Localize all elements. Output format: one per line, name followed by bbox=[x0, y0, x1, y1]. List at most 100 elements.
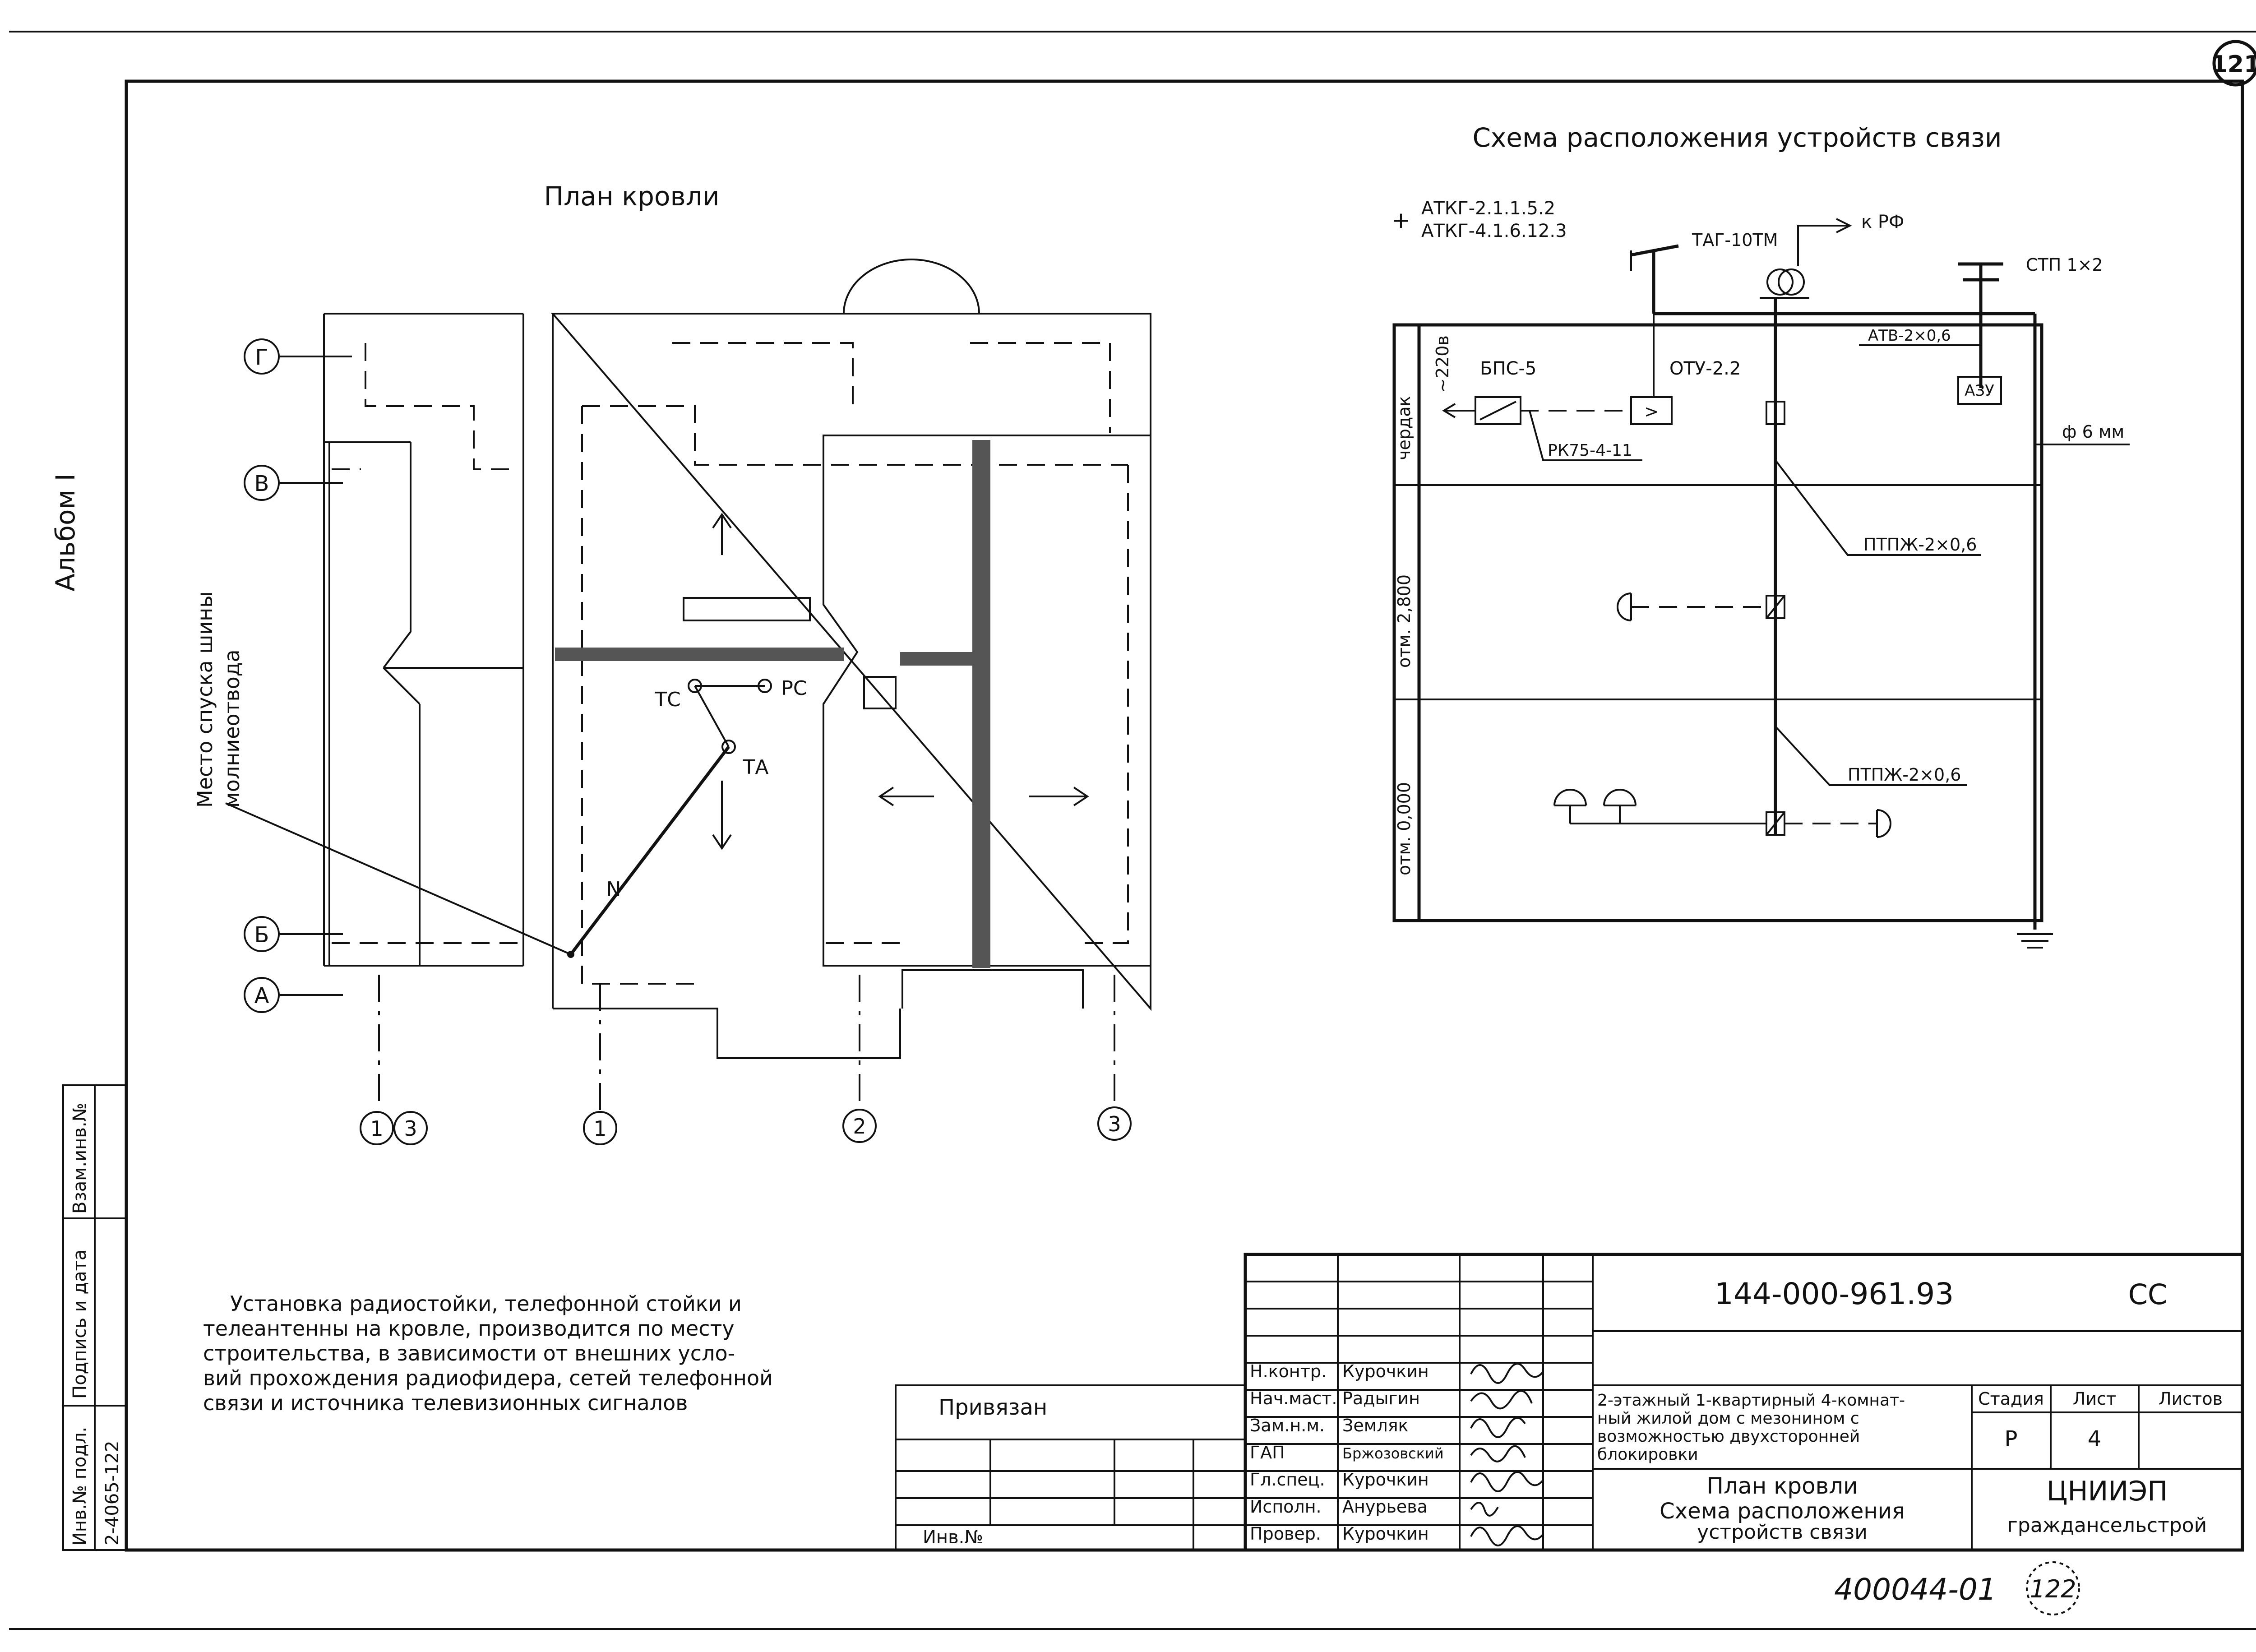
cable-1-label: АТКГ-2.1.1.5.2 bbox=[1421, 198, 1555, 219]
stage-header: Стадия bbox=[1978, 1389, 2044, 1409]
otu-box bbox=[1630, 396, 1673, 425]
note-line-1: Установка радиостойки, телефонной стойки… bbox=[230, 1291, 742, 1316]
album-label: Альбом I bbox=[50, 473, 81, 591]
ta-mast-icon bbox=[721, 740, 736, 754]
rf-arrow bbox=[1797, 218, 1852, 266]
tag-mast bbox=[1631, 244, 1679, 314]
name-1: Радыгин bbox=[1342, 1388, 1420, 1408]
level-attic: чердак bbox=[1394, 396, 1414, 460]
signature-1 bbox=[1470, 1390, 1533, 1410]
transformer-coil-1 bbox=[1766, 268, 1794, 296]
to-rf-label: к РФ bbox=[1861, 212, 1904, 232]
role-6: Провер. bbox=[1250, 1524, 1321, 1544]
axis-1a-label: 1 bbox=[370, 1116, 383, 1141]
tc-label: ТС bbox=[654, 688, 681, 711]
axis-v: В bbox=[244, 465, 343, 501]
roof-vent bbox=[863, 676, 897, 709]
name-3: Бржозовский bbox=[1342, 1445, 1444, 1462]
left-valley-a bbox=[383, 631, 411, 669]
ptpzh-1-leader bbox=[1775, 459, 1981, 556]
rk-leader bbox=[1529, 410, 1642, 461]
drawing-title-1: План кровли bbox=[1706, 1473, 1858, 1499]
side-stamp-col3: Взам.инв.№ bbox=[69, 1103, 90, 1214]
project-line-2: ный жилой дом с мезонином с bbox=[1597, 1409, 1859, 1428]
axis-3-label: 3 bbox=[1108, 1112, 1121, 1136]
privyazan-label: Привязан bbox=[938, 1395, 1047, 1420]
tc-mast-icon bbox=[688, 679, 702, 693]
level-2800: отм. 2,800 bbox=[1394, 574, 1414, 668]
axis-g: Г bbox=[244, 338, 352, 375]
slope-arrow-up bbox=[712, 513, 732, 555]
ground-symbol bbox=[2017, 933, 2053, 949]
name-6: Курочкин bbox=[1342, 1524, 1429, 1544]
tag-label: ТАГ-10ТМ bbox=[1692, 230, 1778, 250]
main-parapet-top bbox=[672, 342, 854, 406]
tc-ta-link bbox=[694, 685, 730, 747]
signature-5 bbox=[1470, 1502, 1499, 1517]
signature-2 bbox=[1470, 1417, 1526, 1438]
main-parapet-upper bbox=[582, 405, 1128, 466]
power-arrow bbox=[1442, 403, 1475, 418]
bps-diag bbox=[1479, 401, 1516, 421]
note-line-2: телеантенны на кровле, производится по м… bbox=[203, 1316, 735, 1341]
axis-2-circle bbox=[842, 1109, 877, 1143]
title-block: Н.контр. Курочкин Нач.маст. Радыгин Зам.… bbox=[895, 1253, 2244, 1552]
side-stamp-col1: Инв.№ подл. bbox=[69, 1427, 90, 1546]
axis-1-circle bbox=[583, 1111, 617, 1145]
azu-label: АЗУ bbox=[1965, 382, 1994, 400]
main-roof-outline bbox=[550, 313, 1151, 1011]
dome-arc bbox=[843, 259, 980, 314]
floor2-socket-icon bbox=[1617, 592, 1632, 621]
signature-6 bbox=[1470, 1525, 1544, 1546]
org-name: ЦНИИЭП bbox=[2047, 1476, 2168, 1507]
speaker-2-icon bbox=[1603, 789, 1637, 824]
project-line-1: 2-этажный 1-квартирный 4-комнат- bbox=[1597, 1391, 1905, 1410]
bps-label: БПС-5 bbox=[1480, 358, 1536, 379]
rk-label: РК75-4-11 bbox=[1548, 441, 1632, 460]
inv-no-label: Инв.№ bbox=[923, 1527, 983, 1548]
sheet-number-circle bbox=[2212, 40, 2256, 87]
axis-3a-circle bbox=[393, 1111, 428, 1145]
riser-box-2 bbox=[1766, 595, 1785, 619]
slope-arrow-down bbox=[712, 781, 732, 850]
ta-label: ТА bbox=[743, 756, 769, 779]
right-wing bbox=[823, 435, 1151, 966]
note-line-3: строительства, в зависимости от внешних … bbox=[203, 1341, 735, 1365]
riser-box-1-diag bbox=[1766, 811, 1785, 836]
stage-value: Р bbox=[2005, 1426, 2018, 1452]
cable-2-label: АТКГ-4.1.6.12.3 bbox=[1421, 221, 1567, 241]
wall-hatched bbox=[972, 440, 990, 968]
note-line-4: вий прохождения радиофидера, сетей телеф… bbox=[203, 1366, 773, 1390]
doc-code: 144-000-961.93 bbox=[1715, 1277, 1954, 1311]
comm-scheme: Схема расположения устройств связи + АТК… bbox=[1392, 122, 2130, 949]
phi-label: ф 6 мм bbox=[2062, 422, 2124, 442]
otu-symbol: > bbox=[1644, 402, 1659, 421]
roof-hatch bbox=[683, 597, 811, 621]
downpipe-leader bbox=[225, 802, 571, 955]
name-2: Земляк bbox=[1342, 1416, 1409, 1435]
name-0: Курочкин bbox=[1342, 1361, 1429, 1381]
stp-mast bbox=[1958, 262, 2003, 388]
bay-outline bbox=[553, 1008, 901, 1059]
riser-box-attic bbox=[1766, 401, 1785, 425]
name-5: Анурьева bbox=[1342, 1497, 1428, 1517]
role-5: Исполн. bbox=[1250, 1497, 1322, 1517]
transformer-coil-2 bbox=[1778, 268, 1805, 296]
otu-label: ОТУ-2.2 bbox=[1669, 358, 1741, 379]
name-4: Курочкин bbox=[1342, 1470, 1429, 1490]
ridge-hatched-2 bbox=[900, 652, 975, 666]
sheets-header: Листов bbox=[2159, 1389, 2223, 1409]
axis-b: Б bbox=[244, 916, 343, 952]
axis-v-label: В bbox=[254, 471, 269, 496]
antenna-feeder bbox=[569, 745, 730, 956]
privyazan-box bbox=[895, 1384, 1246, 1551]
org-name-2: граждансельстрой bbox=[2007, 1514, 2207, 1537]
volt-label: ~220в bbox=[1433, 335, 1452, 393]
doc-suffix: СС bbox=[2128, 1278, 2168, 1311]
ptpzh-2-leader bbox=[1775, 726, 1967, 786]
axis-g-label: Г bbox=[255, 345, 268, 370]
note-line-5: связи и источника телевизионных сигналов bbox=[203, 1391, 688, 1415]
role-4: Гл.спец. bbox=[1250, 1470, 1325, 1490]
